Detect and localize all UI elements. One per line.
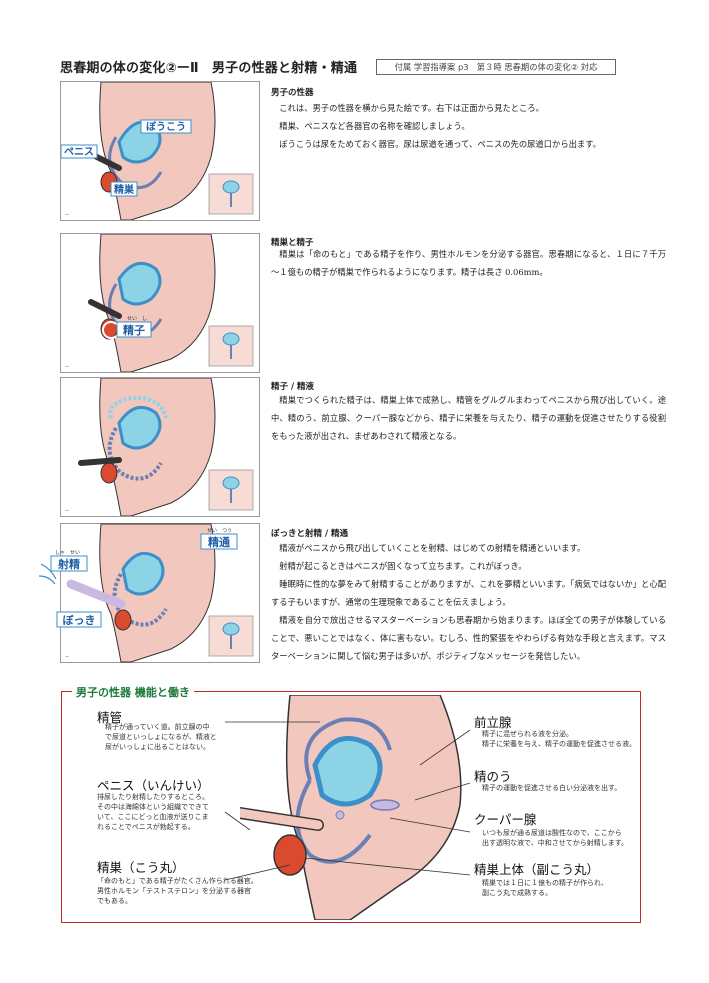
slide-footer: ー [65, 212, 69, 217]
function-diagram-frame [61, 691, 641, 923]
section-body-testis-sperm: 精巣は「命のもと」である精子を作り、男性ホルモンを分泌する器官。思春期になると、… [271, 245, 666, 281]
slide-semen: ー [60, 377, 260, 517]
ruby-first-ejaculation: せい つう [207, 528, 232, 534]
slide-footer: ー [65, 364, 69, 369]
slide-anatomy-side-view: ペニス ぼうこう 精巣 ー [60, 81, 260, 221]
desc-seminal-vesicle: 精子の運動を促進させる白い分泌液を出す。 [482, 784, 622, 792]
curriculum-reference: 付属 学習指導案 p3 第３時 思春期の体の変化② 対応 [376, 59, 616, 75]
large-anatomy-illustration [240, 695, 462, 920]
page-title: 思春期の体の変化②ーⅡ 男子の性器と射精・精通 [60, 61, 358, 76]
slide-footer: ー [65, 508, 69, 513]
anatomy-illustration: ー [65, 378, 254, 516]
anatomy-illustration: せい し 精子 ー [65, 234, 254, 372]
function-diagram-title: 男子の性器 機能と働き [72, 684, 194, 700]
anatomy-illustration: しゃ せい 射精 せい つう 精通 ぼっき ー [38, 523, 254, 663]
desc-penis: 排尿したり射精したりするところ。 その中は海綿体という組織でできて いて、ここに… [97, 793, 209, 831]
paragraph: 精巣は「命のもと」である精子を作り、男性ホルモンを分泌する器官。思春期になると、… [271, 249, 666, 277]
ruby-sperm: せい し [127, 316, 147, 322]
paragraph: 睡眠時に性的な夢をみて射精することがありますが、これを夢精といいます。「病気では… [271, 579, 666, 607]
ruby-ejaculation: しゃ せい [55, 550, 80, 556]
label-cowper-gland: クーパー腺 [474, 812, 537, 827]
section-title-erection: ぼっきと射精 / 精通 [271, 529, 349, 539]
label-epididymis: 精巣上体（副こう丸） [474, 862, 600, 877]
desc-vas-deferens: 精子が通っていく道。前立腺の中 で尿道といっしょになるが、精液と 尿がいっしょに… [105, 723, 217, 751]
paragraph: ぼうこうは尿をためておく器官。尿は尿道を通って、ペニスの先の尿道口から出ます。 [279, 139, 601, 149]
label-testis: 精巣 [114, 183, 135, 196]
label-erection: ぼっき [63, 614, 96, 627]
label-penis: ペニス（いんけい） [97, 778, 210, 793]
label-first-ejaculation: 精通 [208, 535, 230, 549]
desc-testis: 「命のもと」である精子がたくさん作られる器官。 男性ホルモン「テストステロン」を… [97, 877, 258, 905]
section-body-genitals: これは、男子の性器を横から見た絵です。右下は正面から見たところ。 精巣、ペニスな… [271, 99, 666, 153]
desc-prostate: 精子に混ぜられる液を分泌。 精子に栄養を与え、精子の運動を促進させる液。 [482, 730, 636, 748]
section-title-genitals: 男子の性器 [271, 88, 314, 98]
section-title-testis-sperm: 精巣と精子 [271, 238, 314, 248]
section-body-erection: 精液がペニスから飛び出していくことを射精、はじめての射精を精通といいます。 射精… [271, 539, 666, 665]
paragraph: 精液を自分で放出させるマスターベーションも思春期から始まります。ほぼ全ての男子が… [271, 615, 666, 661]
label-testis: 精巣（こう丸） [97, 860, 185, 875]
label-bladder: ぼうこう [146, 120, 186, 133]
label-vas-deferens: 精管 [97, 710, 123, 725]
slide-footer: ー [65, 654, 69, 659]
paragraph: 精巣でつくられた精子は、精巣上体で成熟し、精管をグルグルまわってペニスから飛び出… [271, 395, 666, 441]
paragraph: これは、男子の性器を横から見た絵です。右下は正面から見たところ。 [279, 103, 544, 113]
slide-sperm: せい し 精子 ー [60, 233, 260, 373]
desc-epididymis: 精巣では１日に１億もの精子が作られ、 副こう丸で成熟する。 [482, 879, 609, 897]
paragraph: 射精が起こるときはペニスが固くなって立ちます。これがぼっき。 [279, 561, 527, 571]
anatomy-illustration: ペニス ぼうこう 精巣 ー [61, 82, 254, 220]
paragraph: 精巣、ペニスなど各器官の名称を確認しましょう。 [279, 121, 470, 131]
label-penis: ペニス [64, 146, 94, 158]
label-sperm: 精子 [123, 323, 145, 337]
desc-cowper-gland: いつも尿が通る尿道は酸性なので、ここから 出す透明な液で、中和させてから射精しま… [482, 829, 629, 847]
section-title-semen: 精子 / 精液 [271, 382, 315, 392]
slide-erection-ejaculation: しゃ せい 射精 せい つう 精通 ぼっき ー [38, 523, 260, 663]
label-prostate: 前立腺 [474, 715, 512, 730]
label-seminal-vesicle: 精のう [474, 769, 512, 784]
section-body-semen: 精巣でつくられた精子は、精巣上体で成熟し、精管をグルグルまわってペニスから飛び出… [271, 391, 666, 445]
label-ejaculation: 射精 [57, 557, 80, 571]
paragraph: 精液がペニスから飛び出していくことを射精、はじめての射精を精通といいます。 [279, 543, 586, 553]
